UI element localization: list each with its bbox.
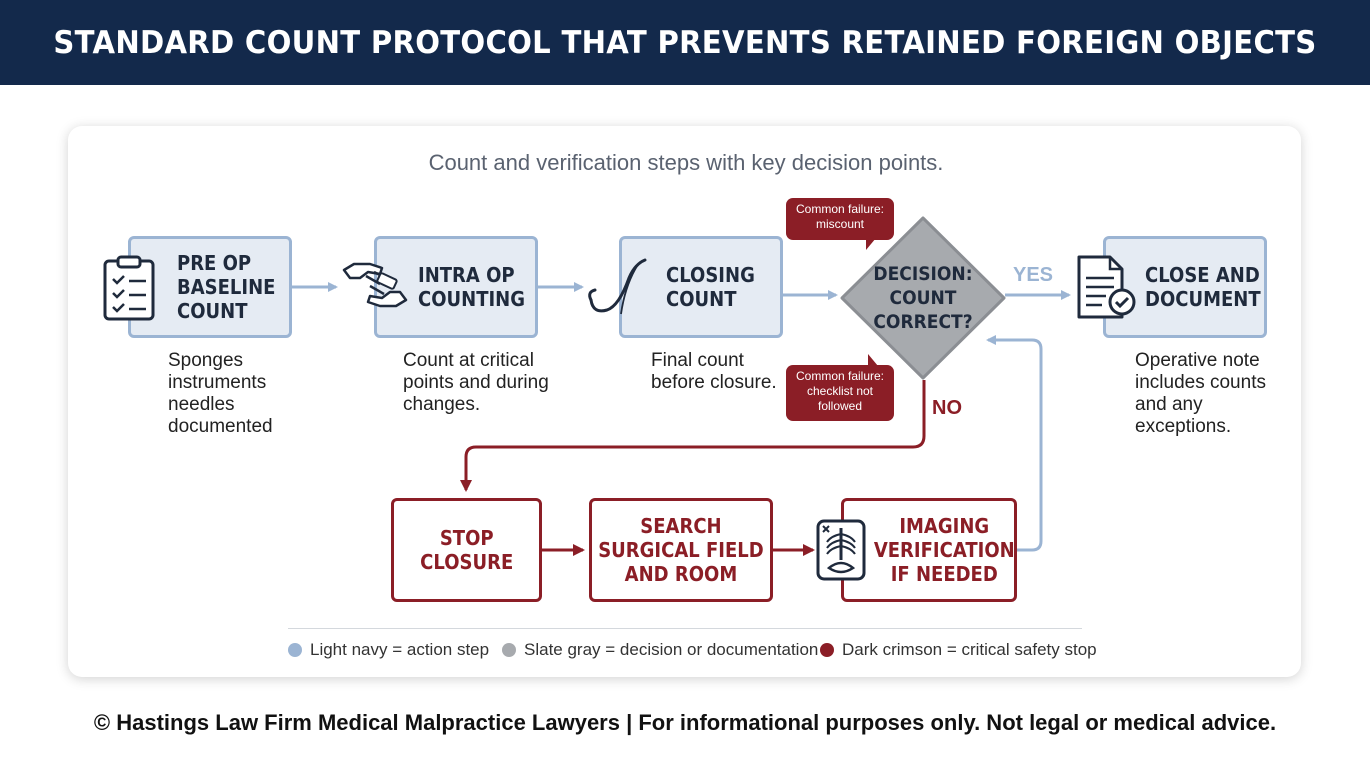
failure-callout-checklist: Common failure: checklist not followed xyxy=(786,365,894,421)
decision-label: DECISION: COUNT CORRECT? xyxy=(873,263,973,333)
diagram-subtitle: Count and verification steps with key de… xyxy=(428,150,944,175)
xray-scan-icon xyxy=(816,519,866,581)
safety-imaging-title: IMAGING VERIFICATION IF NEEDED xyxy=(873,514,1015,586)
failure-callout-checklist-tail xyxy=(868,354,878,366)
failure-callout-miscount-tail xyxy=(866,238,876,250)
step-intra-op-desc: Count at critical points and during chan… xyxy=(403,350,549,415)
legend-dot-gray xyxy=(502,643,516,657)
safety-stop-title: STOP CLOSURE xyxy=(419,526,514,574)
safety-search-field: SEARCH SURGICAL FIELD AND ROOM xyxy=(589,498,773,602)
step-close-and-document: CLOSE AND DOCUMENT xyxy=(1103,236,1267,338)
decision-no-label: NO xyxy=(932,397,962,419)
step-pre-op-desc: Sponges instruments needles documented xyxy=(168,350,273,437)
step-closing-count: CLOSING COUNT xyxy=(619,236,783,338)
safety-imaging-verification: IMAGING VERIFICATION IF NEEDED xyxy=(841,498,1017,602)
arrow-decision-no xyxy=(460,380,926,492)
legend-item-gray: Slate gray = decision or documentation xyxy=(502,640,818,660)
failure-callout-miscount: Common failure: miscount xyxy=(786,198,894,240)
legend-navy-text: Light navy = action step xyxy=(310,640,490,659)
step-pre-op-title: PRE OP BASELINE COUNT xyxy=(177,251,276,323)
legend-item-navy: Light navy = action step xyxy=(288,640,489,660)
footer-disclaimer: © Hastings Law Firm Medical Malpractice … xyxy=(93,710,1277,735)
safety-search-title: SEARCH SURGICAL FIELD AND ROOM xyxy=(598,514,764,586)
legend-item-crimson: Dark crimson = critical safety stop xyxy=(820,640,1097,660)
legend-crimson-text: Dark crimson = critical safety stop xyxy=(842,640,1097,659)
step-closing-desc: Final count before closure. xyxy=(651,350,777,393)
decision-yes-label: YES xyxy=(1013,264,1054,286)
safety-stop-closure: STOP CLOSURE xyxy=(391,498,542,602)
legend-dot-crimson xyxy=(820,643,834,657)
step-closing-title: CLOSING COUNT xyxy=(666,263,755,311)
step-pre-op-baseline-count: PRE OP BASELINE COUNT xyxy=(128,236,292,338)
legend-gray-text: Slate gray = decision or documentation xyxy=(524,640,819,659)
page-title: STANDARD COUNT PROTOCOL THAT PREVENTS RE… xyxy=(53,24,1317,61)
step-close-doc-desc: Operative note includes counts and any e… xyxy=(1135,350,1266,437)
step-intra-op-title: INTRA OP COUNTING xyxy=(418,263,526,311)
clipboard-checklist-icon xyxy=(103,255,155,321)
document-check-icon xyxy=(1077,255,1136,319)
header-bar: STANDARD COUNT PROTOCOL THAT PREVENTS RE… xyxy=(0,0,1370,85)
decision-diamond xyxy=(840,216,1006,380)
arrow-imaging-return xyxy=(986,335,1043,552)
step-close-doc-title: CLOSE AND DOCUMENT xyxy=(1145,263,1261,311)
legend-dot-navy xyxy=(288,643,302,657)
hand-off-hands-icon xyxy=(342,262,408,308)
suture-needle-icon xyxy=(588,258,647,315)
legend-divider xyxy=(288,628,1082,629)
step-intra-op-counting: INTRA OP COUNTING xyxy=(374,236,538,338)
